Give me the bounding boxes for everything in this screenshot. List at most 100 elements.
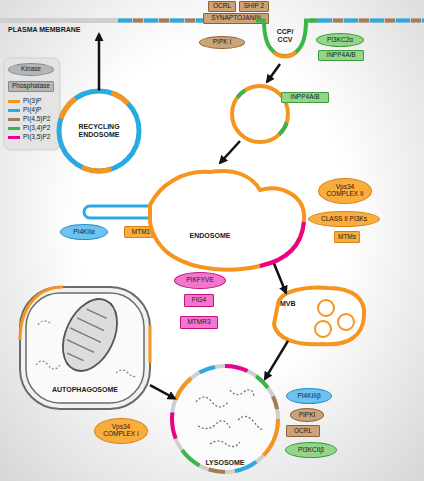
line-shape	[318, 19, 424, 23]
recycling-endosome: RECYCLING ENDOSOME	[56, 88, 142, 174]
circle-shape	[172, 366, 278, 472]
autophagosome: AUTOPHAGOSOME	[18, 285, 152, 415]
phosphatase-box: INPP4A/B	[318, 50, 364, 61]
circle-shape	[172, 366, 278, 472]
circle-shape	[172, 366, 278, 472]
kinase-ellipse: PI3KCIIβ	[285, 442, 337, 458]
kinase-ellipse: PIKFYVE	[174, 272, 226, 289]
circle-shape	[59, 91, 139, 171]
circle-shape	[318, 300, 334, 316]
legend-panel	[4, 58, 60, 150]
circle-shape	[59, 91, 139, 171]
legend-label: Kinase	[21, 66, 41, 73]
path-shape	[36, 361, 60, 369]
circle-shape	[172, 366, 278, 472]
path-shape	[116, 370, 136, 377]
enzyme-label: CLASS II PI3Ks	[321, 216, 367, 223]
legend-entry: PI(3,5)P2	[8, 133, 56, 142]
line-shape	[333, 19, 424, 23]
phosphatase-box: INPP4A/B	[281, 92, 329, 103]
rect-shape	[84, 206, 156, 218]
endosome-outline	[70, 160, 325, 275]
enzyme-label: MTMR3	[187, 319, 210, 326]
enzyme-label: OCRL	[213, 3, 231, 10]
path-shape	[260, 222, 304, 266]
enzyme-label: INPP4A/B	[326, 52, 355, 59]
enzyme-label: PI3KCIIβ	[298, 447, 324, 454]
legend-swatch	[8, 118, 20, 121]
legend-entry: PI(3,4)P2	[8, 124, 56, 133]
clathrin-coated-pit: CCP/ CCV	[256, 14, 314, 66]
phosphatase-box: SHIP 2	[239, 1, 269, 12]
path-shape	[38, 321, 50, 325]
rect-shape	[310, 18, 424, 23]
enzyme-label: PI3KC2α	[327, 37, 353, 44]
legend-entry: PI(3)P	[8, 97, 56, 106]
legend-label: PI(3)P	[23, 98, 41, 105]
enzyme-label: Vps34 COMPLEX I	[99, 424, 143, 438]
phosphatase-box: MTMR3	[180, 316, 218, 329]
enzyme-label: PIKFYVE	[186, 277, 213, 284]
path-shape	[230, 390, 254, 396]
path-shape	[196, 397, 228, 407]
compartment-label: PLASMA MEMBRANE	[8, 26, 128, 34]
path-shape	[274, 288, 364, 345]
circle-shape	[172, 366, 278, 472]
multivesicular-body: MVB	[268, 284, 368, 348]
circle-shape	[59, 91, 139, 171]
transport-arrow	[267, 64, 280, 82]
multivesicular-body-outline	[268, 284, 368, 348]
compartment-label: RECYCLING ENDOSOME	[67, 123, 131, 138]
legend: KinasePhosphatasePI(3)PPI(4)PPI(4,5)P2PI…	[8, 63, 56, 142]
kinase-ellipse: CLASS II PI3Ks	[308, 211, 380, 227]
path-shape	[60, 306, 111, 364]
circle-shape	[59, 91, 139, 171]
enzyme-label: MTM1	[132, 229, 150, 236]
compartment-label: AUTOPHAGOSOME	[35, 386, 135, 394]
path-shape	[238, 416, 262, 429]
path-shape	[210, 441, 240, 447]
transport-arrow	[220, 141, 240, 163]
endosome: ENDOSOME	[70, 160, 325, 275]
kinase-ellipse: Vps34 COMPLEX I	[94, 418, 148, 444]
path-shape	[198, 421, 230, 429]
transport-arrow	[98, 34, 101, 91]
circle-shape	[172, 366, 278, 472]
phosphatase-box: FIG4	[184, 294, 214, 307]
compartment-label: MVB	[280, 300, 310, 308]
circle-shape	[172, 366, 278, 472]
legend-entry: PI(4)P	[8, 106, 56, 115]
legend-label: PI(3,5)P2	[23, 134, 50, 141]
compartment-label: ENDOSOME	[180, 232, 240, 240]
circle-shape	[338, 314, 354, 330]
legend-label: PI(4,5)P2	[23, 116, 50, 123]
transport-arrow	[274, 264, 286, 293]
circle-shape	[315, 321, 331, 337]
compartment-label: LYSOSOME	[195, 459, 255, 467]
circle-shape	[172, 366, 278, 472]
legend-entry: PI(4,5)P2	[8, 115, 56, 124]
vesicle-segment	[232, 86, 288, 142]
legend-label: PI(3,4)P2	[23, 125, 50, 132]
phosphatase-box: OCRL	[208, 1, 236, 12]
vesicle-segment	[232, 86, 288, 142]
legend-swatch	[8, 109, 20, 112]
transport-arrow	[150, 385, 175, 398]
legend-entry: Kinase	[8, 63, 54, 76]
lysosome-outline	[168, 362, 282, 476]
kinase-ellipse: Vps34 COMPLEX II	[318, 178, 372, 204]
path-shape	[256, 21, 314, 57]
phosphatase-box: OCRL	[286, 425, 320, 437]
circle-shape	[172, 366, 278, 472]
circle-shape	[172, 366, 278, 472]
compartment-label: CCP/ CCV	[274, 28, 296, 43]
circle-shape	[172, 366, 278, 472]
kinase-ellipse: PIPK I	[199, 36, 245, 49]
enzyme-label: INPP4A/B	[290, 94, 319, 101]
enzyme-label: PIPK I	[213, 39, 231, 46]
transport-arrow	[265, 341, 288, 379]
ellipse-shape	[52, 290, 128, 379]
path-shape	[150, 171, 304, 270]
enzyme-label: OCRL	[294, 428, 312, 435]
